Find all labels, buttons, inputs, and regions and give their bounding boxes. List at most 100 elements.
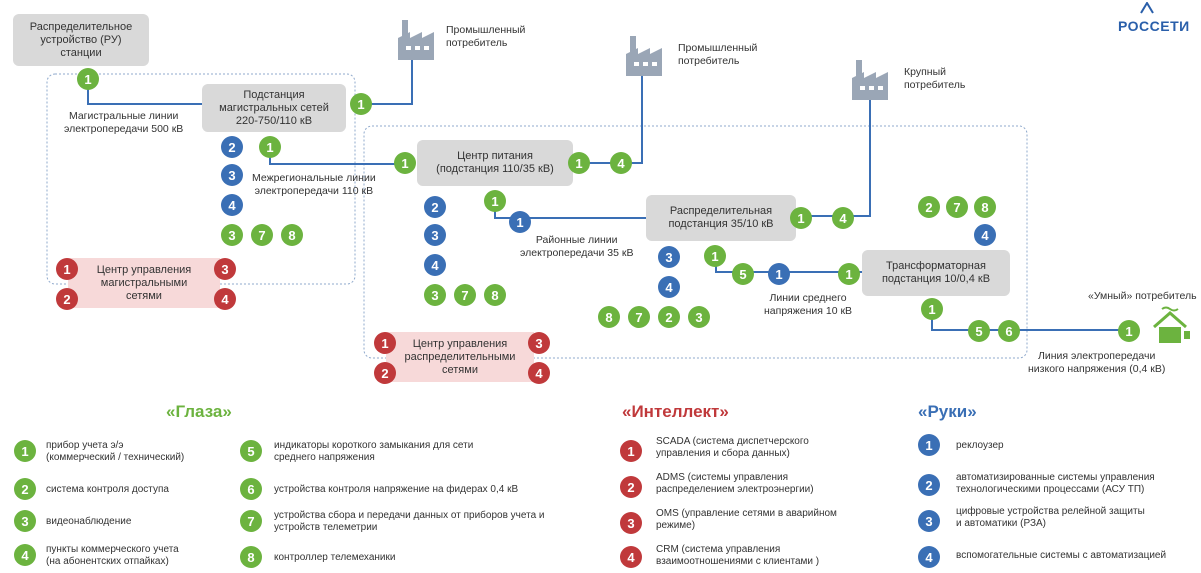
eyes-marker-7: 7	[628, 306, 650, 328]
eyes-marker-1: 1	[77, 68, 99, 90]
legend-eyes-marker-4: 4	[14, 544, 36, 566]
hands-marker-1: 1	[509, 211, 531, 233]
legend-hands-title: «Руки»	[918, 402, 977, 421]
intellect-marker-2: 2	[374, 362, 396, 384]
label-line-04: Линия электропередачи низкого напряжения…	[1028, 350, 1166, 375]
eyes-marker-1: 1	[568, 152, 590, 174]
eyes-marker-5: 5	[732, 263, 754, 285]
legend-hands-item-4: вспомогательные системы с автоматизацией	[956, 550, 1167, 561]
legend-intellect-item-4: CRM (система управления взаимоотношениям…	[656, 544, 820, 567]
legend-hands-marker-3: 3	[918, 510, 940, 532]
power-center-box: Центр питания (подстанция 110/35 кВ)	[417, 140, 573, 186]
eyes-marker-8: 8	[281, 224, 303, 246]
legend-eyes-item-6: устройства контроля напряжение на фидера…	[274, 484, 519, 495]
intellect-marker-3: 3	[528, 332, 550, 354]
hands-marker-2: 2	[424, 196, 446, 218]
intellect-marker-3: 3	[214, 258, 236, 280]
label-line-10: Линии среднего напряжения 10 кВ	[764, 292, 853, 317]
eyes-marker-6: 6	[998, 320, 1020, 342]
legend-eyes-title: «Глаза»	[166, 402, 232, 421]
eyes-marker-1: 1	[484, 190, 506, 212]
legend-eyes-marker-7: 7	[240, 510, 262, 532]
intellect-marker-1: 1	[374, 332, 396, 354]
rosseti-logo: РОССЕТИ	[1118, 18, 1190, 34]
eyes-marker-1: 1	[350, 93, 372, 115]
legend-hands-item-1: реклоузер	[956, 440, 1004, 451]
eyes-marker-2: 2	[658, 306, 680, 328]
label-line-110: Межрегиональные линии электропередачи 11…	[252, 172, 376, 197]
eyes-marker-8: 8	[974, 196, 996, 218]
legend-hands-marker-1: 1	[918, 434, 940, 456]
logo-mark-icon	[1140, 2, 1154, 14]
legend-eyes-item-1: прибор учета э/э (коммерческий / техниче…	[46, 440, 185, 463]
hands-marker-3: 3	[221, 164, 243, 186]
eyes-marker-1: 1	[838, 263, 860, 285]
eyes-marker-5: 5	[968, 320, 990, 342]
ru-station-box: Распределительное устройство (РУ) станци…	[13, 14, 149, 66]
hands-marker-3: 3	[424, 224, 446, 246]
eyes-marker-7: 7	[454, 284, 476, 306]
factory-icon	[626, 36, 662, 76]
hands-marker-4: 4	[974, 224, 996, 246]
legend-hands-item-3: цифровые устройства релейной защиты и ав…	[956, 506, 1145, 529]
eyes-marker-1: 1	[394, 152, 416, 174]
legend-eyes-marker-3: 3	[14, 510, 36, 532]
legend-hands-marker-2: 2	[918, 474, 940, 496]
eyes-marker-3: 3	[688, 306, 710, 328]
legend-hands-item-2: автоматизированные системы управления те…	[956, 472, 1155, 495]
intellect-marker-4: 4	[214, 288, 236, 310]
legend-eyes-marker-6: 6	[240, 478, 262, 500]
legend-intellect-marker-4: 4	[620, 546, 642, 568]
eyes-marker-1: 1	[921, 298, 943, 320]
legend-intellect-item-1: SCADA (система диспетчерского управления…	[656, 436, 809, 459]
transformer-substation-box: Трансформаторная подстанция 10/0,4 кВ	[862, 250, 1010, 296]
legend-eyes-marker-2: 2	[14, 478, 36, 500]
legend-eyes-marker-1: 1	[14, 440, 36, 462]
hands-marker-4: 4	[424, 254, 446, 276]
label-smart-consumer: «Умный» потребитель	[1088, 290, 1197, 302]
hands-marker-3: 3	[658, 246, 680, 268]
intellect-marker-4: 4	[528, 362, 550, 384]
legend-eyes-item-7: устройства сбора и передачи данных от пр…	[274, 510, 545, 533]
eyes-marker-1: 1	[704, 245, 726, 267]
hands-marker-4: 4	[221, 194, 243, 216]
hands-marker-4: 4	[658, 276, 680, 298]
legend-eyes-marker-5: 5	[240, 440, 262, 462]
legend-eyes-item-5: индикаторы короткого замыкания для сети …	[274, 440, 474, 463]
hands-marker-1: 1	[768, 263, 790, 285]
legend-intellect-marker-3: 3	[620, 512, 642, 534]
eyes-marker-4: 4	[610, 152, 632, 174]
label-industrial-1: Промышленный потребитель	[446, 24, 526, 49]
legend-eyes-item-4: пункты коммерческого учета (на абонентск…	[46, 544, 179, 567]
factory-icon	[852, 60, 888, 100]
legend-hands-marker-4: 4	[918, 546, 940, 568]
eyes-marker-8: 8	[484, 284, 506, 306]
intellect-marker-1: 1	[56, 258, 78, 280]
hands-marker-2: 2	[221, 136, 243, 158]
eyes-marker-1: 1	[1118, 320, 1140, 342]
legend-intellect-item-2: ADMS (системы управления распределением …	[656, 472, 814, 495]
control-center-distribution: Центр управления распределительными сетя…	[386, 332, 534, 382]
eyes-marker-1: 1	[790, 207, 812, 229]
eyes-marker-7: 7	[251, 224, 273, 246]
distribution-substation-box: Распределительная подстанция 35/10 кВ	[646, 195, 796, 241]
label-line-35: Районные линии электропередачи 35 кВ	[520, 234, 634, 259]
eyes-marker-4: 4	[832, 207, 854, 229]
legend-intellect-item-3: OMS (управление сетями в аварийном режим…	[656, 508, 837, 531]
eyes-marker-1: 1	[259, 136, 281, 158]
legend-intellect-title: «Интеллект»	[622, 402, 729, 421]
smart-home-icon	[1153, 306, 1190, 343]
main-substation-box: Подстанция магистральных сетей 220-750/1…	[202, 84, 346, 132]
label-industrial-2: Промышленный потребитель	[678, 42, 758, 67]
factory-icon	[398, 20, 434, 60]
legend-eyes-marker-8: 8	[240, 546, 262, 568]
eyes-marker-3: 3	[424, 284, 446, 306]
legend-intellect-marker-2: 2	[620, 476, 642, 498]
legend-eyes-item-3: видеонаблюдение	[46, 516, 132, 527]
legend-intellect-marker-1: 1	[620, 440, 642, 462]
intellect-marker-2: 2	[56, 288, 78, 310]
legend-eyes-item-8: контроллер телемеханики	[274, 552, 396, 563]
eyes-marker-3: 3	[221, 224, 243, 246]
eyes-marker-2: 2	[918, 196, 940, 218]
control-center-main: Центр управления магистральными сетями	[68, 258, 220, 308]
